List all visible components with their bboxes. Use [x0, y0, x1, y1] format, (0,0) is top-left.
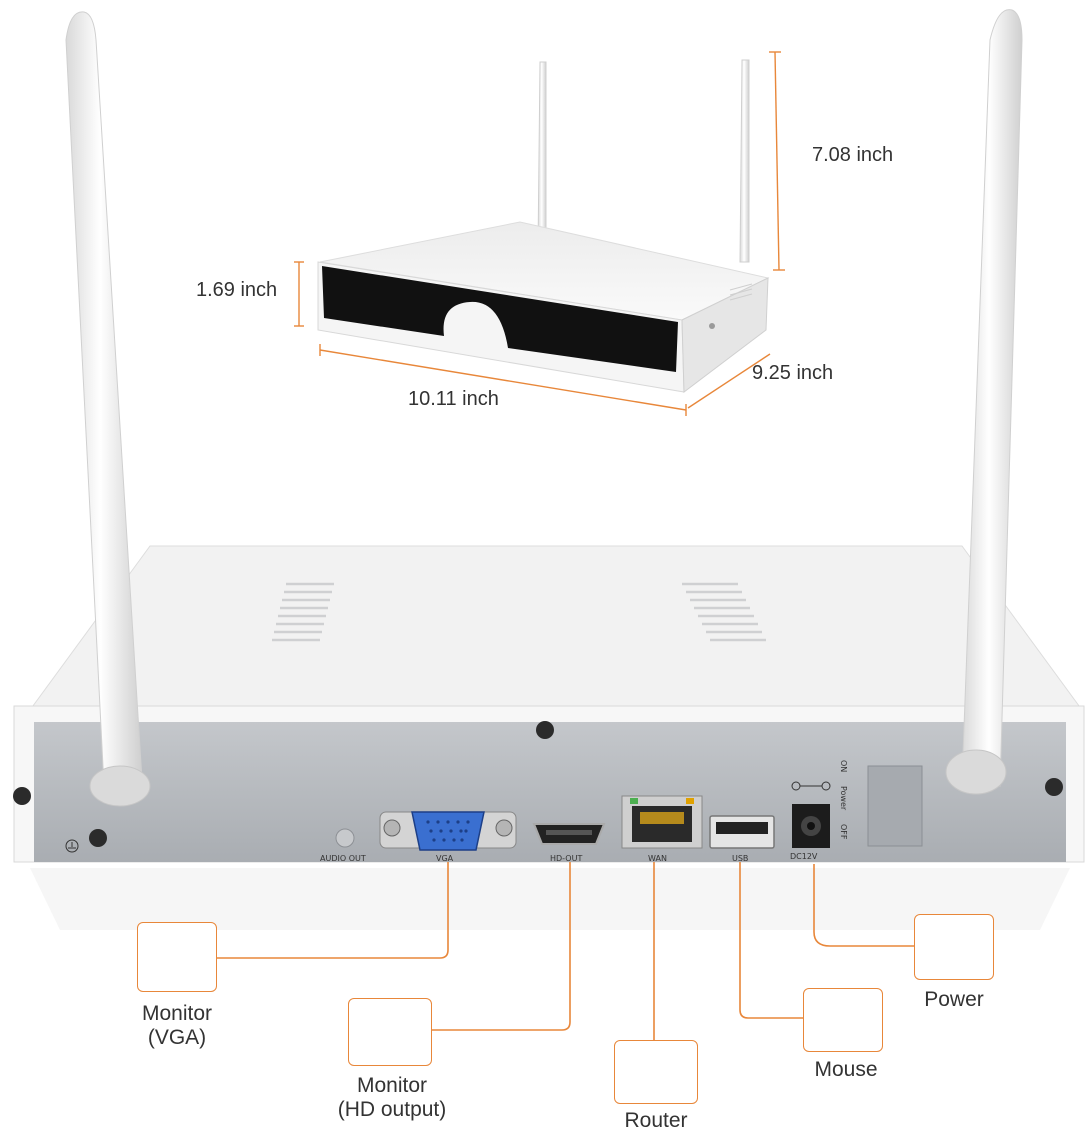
vga-label: VGA [436, 854, 454, 863]
dc12v-label: DC12V [790, 852, 818, 861]
power-caption: Power [904, 988, 1004, 1012]
rj45-port [621, 795, 703, 849]
small-nvr-device [317, 59, 770, 393]
usb-label: USB [732, 854, 749, 863]
monitor-hd-caption: Monitor (HD output) [314, 1074, 470, 1122]
mouse-caption: Mouse [796, 1058, 896, 1082]
hd-out-label: HD-OUT [550, 854, 583, 863]
dc-jack [791, 781, 831, 848]
depth-label: 9.25 inch [752, 362, 834, 384]
wan-label: WAN [648, 854, 667, 863]
power-switch [867, 765, 923, 847]
monitor-hd-card [348, 998, 432, 1066]
power-on-label: ON [839, 760, 848, 773]
audio-out-jack [335, 828, 355, 848]
width-label: 10.11 inch [408, 388, 499, 410]
mouse-card [803, 988, 883, 1052]
monitor-vga-caption: Monitor (VGA) [118, 1002, 236, 1050]
small-antenna-left [537, 61, 547, 251]
router-card [614, 1040, 698, 1104]
power-switch-label: Power [839, 786, 848, 811]
monitor-vga-line1: Monitor [141, 1002, 213, 1025]
hdmi-port [532, 823, 606, 845]
connector-lines [216, 862, 916, 1046]
power-off-label: OFF [839, 824, 848, 840]
router-caption: Router [606, 1109, 706, 1133]
thickness-label: 1.69 inch [196, 279, 278, 301]
power-label: Power [924, 988, 984, 1011]
monitor-vga-line2: (VGA) [147, 1026, 207, 1049]
vga-port [379, 811, 517, 851]
large-device-top [29, 545, 1083, 711]
small-device-glass [322, 266, 678, 372]
audio-out-label: AUDIO OUT [320, 854, 366, 863]
usb-port [709, 815, 775, 849]
monitor-hd-line1: Monitor [356, 1074, 428, 1097]
power-card [914, 914, 994, 980]
mouse-label: Mouse [814, 1058, 878, 1081]
top-vents [272, 582, 766, 642]
dimension-lines [294, 51, 785, 416]
antenna-right [961, 9, 1023, 787]
small-antenna-right [739, 59, 750, 263]
monitor-hd-line2: (HD output) [337, 1098, 447, 1121]
large-nvr-device [13, 9, 1085, 930]
router-label: Router [624, 1109, 688, 1132]
antenna-left [65, 11, 143, 787]
height-label: 7.08 inch [812, 144, 894, 166]
monitor-vga-card [137, 922, 217, 992]
